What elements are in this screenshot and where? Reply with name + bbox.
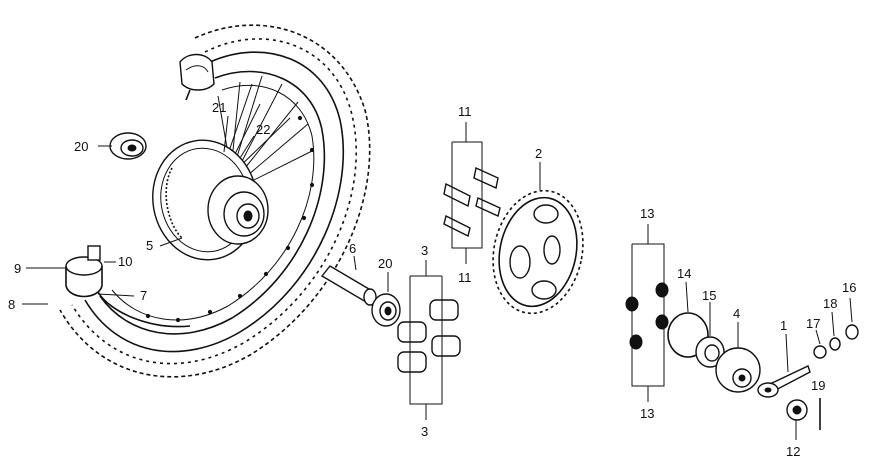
callout-8: 8 (8, 297, 15, 312)
callout-18: 18 (823, 296, 837, 311)
callout-1: 1 (780, 318, 787, 333)
callout-19: 19 (811, 378, 825, 393)
callout-4: 4 (733, 306, 740, 321)
part-callouts: 1 2 3 3 4 5 6 7 8 9 10 11 11 12 13 13 14… (8, 100, 856, 459)
callout-12: 12 (786, 444, 800, 459)
final-driven-sprocket (492, 189, 584, 315)
callout-22: 22 (256, 122, 270, 137)
callout-2: 2 (535, 146, 542, 161)
adjuster-hardware (813, 324, 859, 359)
wheel-dampers (397, 299, 461, 373)
callout-20-left: 20 (74, 139, 88, 154)
callout-11-top: 11 (458, 104, 472, 119)
sprocket-bearing (695, 336, 725, 368)
callout-9: 9 (14, 261, 21, 276)
callout-3-top: 3 (421, 243, 428, 258)
sprocket-flange (715, 347, 761, 393)
callout-15: 15 (702, 288, 716, 303)
callout-20-right: 20 (378, 256, 392, 271)
callout-7: 7 (140, 288, 147, 303)
wheel-bearing-left (109, 132, 147, 160)
wheel-bearing-right (371, 293, 401, 327)
callout-17: 17 (806, 316, 820, 331)
axle-nut-and-pin (786, 398, 821, 430)
sprocket-stud-bolts (443, 166, 501, 238)
callout-5: 5 (146, 238, 153, 253)
leader-lines (22, 115, 853, 440)
callout-16: 16 (842, 280, 856, 295)
rear-wheel-assembly (59, 24, 371, 378)
chain-adjuster (757, 365, 811, 398)
callout-13-bottom: 13 (640, 406, 654, 421)
callout-11-bottom: 11 (458, 270, 472, 285)
callout-3-bottom: 3 (421, 424, 428, 439)
callout-14: 14 (677, 266, 691, 281)
callout-6: 6 (349, 241, 356, 256)
distance-collar (320, 265, 377, 306)
callout-13-top: 13 (640, 206, 654, 221)
wheel-spokes (217, 75, 315, 183)
callout-10: 10 (118, 254, 132, 269)
callout-21: 21 (212, 100, 226, 115)
circlip (667, 312, 709, 358)
